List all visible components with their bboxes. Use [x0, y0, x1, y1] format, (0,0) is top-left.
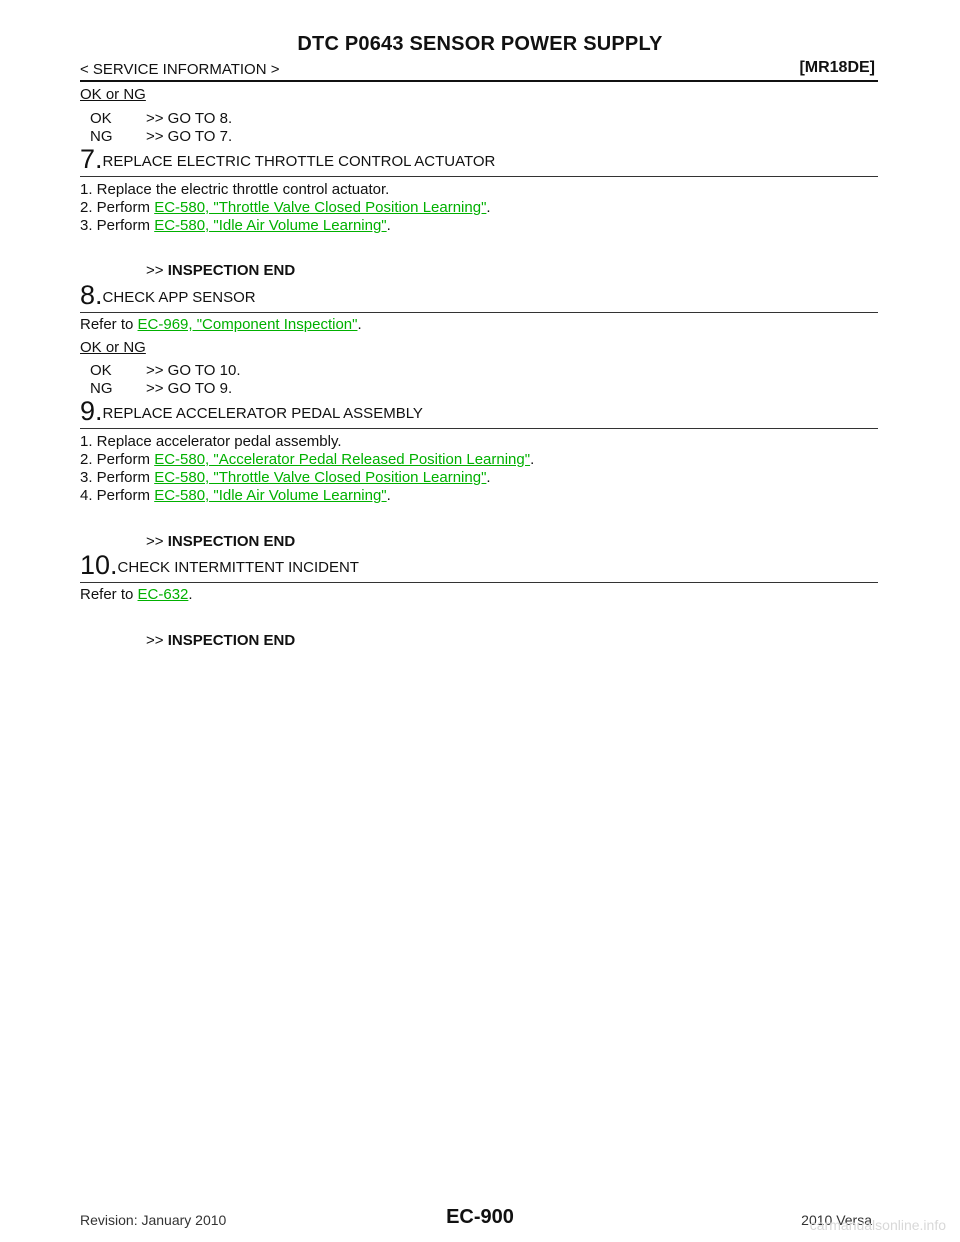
step-9-end-text: INSPECTION END [167, 533, 296, 550]
step-9-item-2-text: 2. Perform [80, 451, 155, 468]
result-ng-value: >> GO TO 7. [146, 128, 233, 145]
step-9-item-4-text: 4. Perform [80, 487, 155, 504]
step-9-item-2-suffix: . [530, 451, 535, 468]
link-ec-632[interactable]: EC-632 [137, 586, 189, 603]
step-7-heading: 7.REPLACE ELECTRIC THROTTLE CONTROL ACTU… [80, 146, 495, 175]
step-10-end-text: INSPECTION END [167, 632, 296, 649]
step-7-item-2-text: 2. Perform [80, 199, 155, 216]
step-8-refer-suffix: . [357, 316, 362, 333]
step-8-refer-prefix: Refer to [80, 316, 138, 333]
engine-code: [MR18DE] [799, 59, 875, 76]
link-throttle-valve-closed-position-learning[interactable]: EC-580, "Throttle Valve Closed Position … [154, 199, 487, 216]
result-ok-key: OK [90, 110, 112, 127]
result-ng-value-2: >> GO TO 9. [146, 380, 233, 397]
step-10-end: >> INSPECTION END [146, 632, 295, 650]
step-10-refer-suffix: . [188, 586, 193, 603]
step-7-item-1-text: 1. Replace the electric throttle control… [80, 181, 390, 198]
step-7-end: >> INSPECTION END [146, 262, 295, 280]
step-9-end-prefix: >> [146, 533, 168, 550]
link-idle-air-volume-learning[interactable]: EC-580, "Idle Air Volume Learning" [154, 217, 387, 234]
step-8-number: 8. [80, 280, 103, 310]
step-7-end-text: INSPECTION END [167, 262, 296, 279]
step-7-item-3-text: 3. Perform [80, 217, 155, 234]
step-9-end: >> INSPECTION END [146, 533, 295, 551]
step-10-number: 10. [80, 550, 118, 580]
link-accelerator-pedal-released-position-learning[interactable]: EC-580, "Accelerator Pedal Released Posi… [154, 451, 531, 468]
page-title: DTC P0643 SENSOR POWER SUPPLY [297, 33, 663, 55]
step-7-item-2-suffix: . [486, 199, 491, 216]
watermark: carmanualsonline.info [809, 1217, 946, 1233]
step-10-end-prefix: >> [146, 632, 168, 649]
link-component-inspection[interactable]: EC-969, "Component Inspection" [137, 316, 358, 333]
step-10-heading: 10.CHECK INTERMITTENT INCIDENT [80, 552, 359, 581]
step-7-item-3: 3. Perform EC-580, "Idle Air Volume Lear… [80, 217, 391, 235]
ok-ng-label-2: OK or NG [80, 339, 146, 356]
result-ok-value-2: >> GO TO 10. [146, 362, 241, 379]
step-9-item-3-text: 3. Perform [80, 469, 155, 486]
step-9-item-3: 3. Perform EC-580, "Throttle Valve Close… [80, 469, 491, 487]
step-9-number: 9. [80, 396, 103, 426]
step-9-item-4-suffix: . [386, 487, 391, 504]
step-10-refer: Refer to EC-632. [80, 586, 193, 604]
step-7-item-2: 2. Perform EC-580, "Throttle Valve Close… [80, 199, 491, 217]
step-9-item-2: 2. Perform EC-580, "Accelerator Pedal Re… [80, 451, 534, 469]
step-9-divider [80, 428, 878, 429]
step-9-item-1: 1. Replace accelerator pedal assembly. [80, 433, 342, 451]
step-8-refer: Refer to EC-969, "Component Inspection". [80, 316, 362, 334]
header-divider [80, 80, 878, 82]
footer-revision: Revision: January 2010 [80, 1212, 227, 1228]
step-10-title: CHECK INTERMITTENT INCIDENT [117, 559, 359, 576]
step-8-divider [80, 312, 878, 313]
step-10-refer-prefix: Refer to [80, 586, 138, 603]
step-9-item-4: 4. Perform EC-580, "Idle Air Volume Lear… [80, 487, 391, 505]
step-7-item-3-suffix: . [386, 217, 391, 234]
step-9-heading: 9.REPLACE ACCELERATOR PEDAL ASSEMBLY [80, 398, 423, 427]
step-7-title: REPLACE ELECTRIC THROTTLE CONTROL ACTUAT… [102, 153, 496, 170]
link-idle-air-volume-learning-2[interactable]: EC-580, "Idle Air Volume Learning" [154, 487, 387, 504]
step-7-item-1: 1. Replace the electric throttle control… [80, 181, 389, 199]
result-ng-row: NG >> GO TO 7. [0, 128, 960, 146]
breadcrumb: < SERVICE INFORMATION > [80, 61, 280, 78]
result-ok-row-2: OK >> GO TO 10. [0, 362, 960, 380]
step-9-item-3-suffix: . [486, 469, 491, 486]
step-8-heading: 8.CHECK APP SENSOR [80, 282, 256, 311]
step-8-title: CHECK APP SENSOR [102, 289, 256, 306]
result-ok-key-2: OK [90, 362, 112, 379]
result-ok-row: OK >> GO TO 8. [0, 110, 960, 128]
result-ng-row-2: NG >> GO TO 9. [0, 380, 960, 398]
result-ok-value: >> GO TO 8. [146, 110, 233, 127]
step-10-divider [80, 582, 878, 583]
step-7-divider [80, 176, 878, 177]
result-ng-key-2: NG [90, 380, 113, 397]
step-7-end-prefix: >> [146, 262, 168, 279]
footer-page-number: EC-900 [446, 1206, 514, 1228]
step-9-item-1-text: 1. Replace accelerator pedal assembly. [80, 433, 342, 450]
ok-ng-label: OK or NG [80, 86, 146, 103]
step-9-title: REPLACE ACCELERATOR PEDAL ASSEMBLY [102, 405, 423, 422]
link-throttle-valve-closed-position-learning-2[interactable]: EC-580, "Throttle Valve Closed Position … [154, 469, 487, 486]
result-ng-key: NG [90, 128, 113, 145]
footer-model: 2010 Versa [801, 1212, 872, 1228]
step-7-number: 7. [80, 144, 103, 174]
